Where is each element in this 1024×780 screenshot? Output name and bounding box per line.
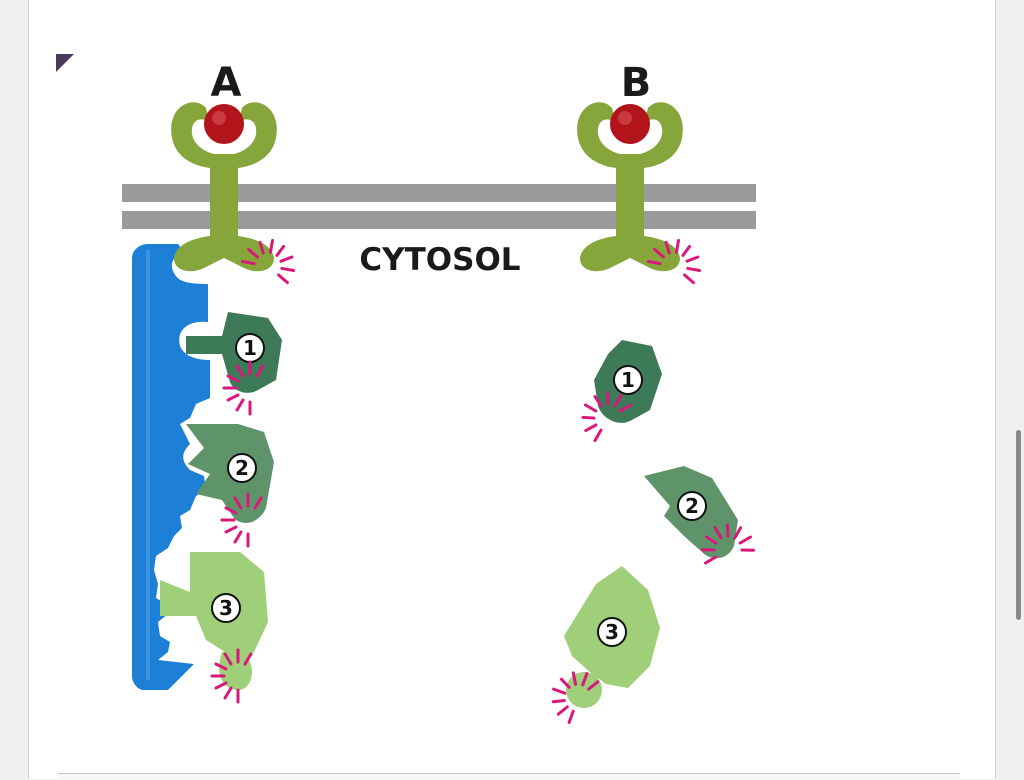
panel-b-label: B — [621, 60, 652, 106]
protein-1-number-a: 1 — [243, 336, 257, 360]
protein-1-docked: 1 — [186, 312, 282, 416]
protein-3-number-b: 3 — [605, 620, 619, 644]
protein-2-number-b: 2 — [685, 494, 699, 518]
membrane-inner-layer — [122, 211, 756, 229]
membrane-outer-layer — [122, 184, 756, 202]
protein-1-free: 1 — [570, 340, 662, 449]
protein-3-docked: 3 — [160, 552, 268, 704]
cytosol-label: CYTOSOL — [359, 242, 520, 278]
protein-3-free: 3 — [543, 566, 660, 729]
protein-3-number-a: 3 — [219, 596, 233, 620]
bottom-toolbar-strip — [58, 773, 960, 780]
vertical-scrollbar-thumb[interactable] — [1016, 430, 1021, 620]
protein-1-number-b: 1 — [621, 368, 635, 392]
corner-marker — [56, 54, 74, 72]
protein-2-free: 2 — [644, 466, 759, 576]
protein-2-docked: 2 — [186, 424, 274, 548]
protein-2-number-a: 2 — [235, 456, 249, 480]
scaffold-protein — [132, 244, 210, 690]
panel-a-label: A — [211, 60, 242, 106]
